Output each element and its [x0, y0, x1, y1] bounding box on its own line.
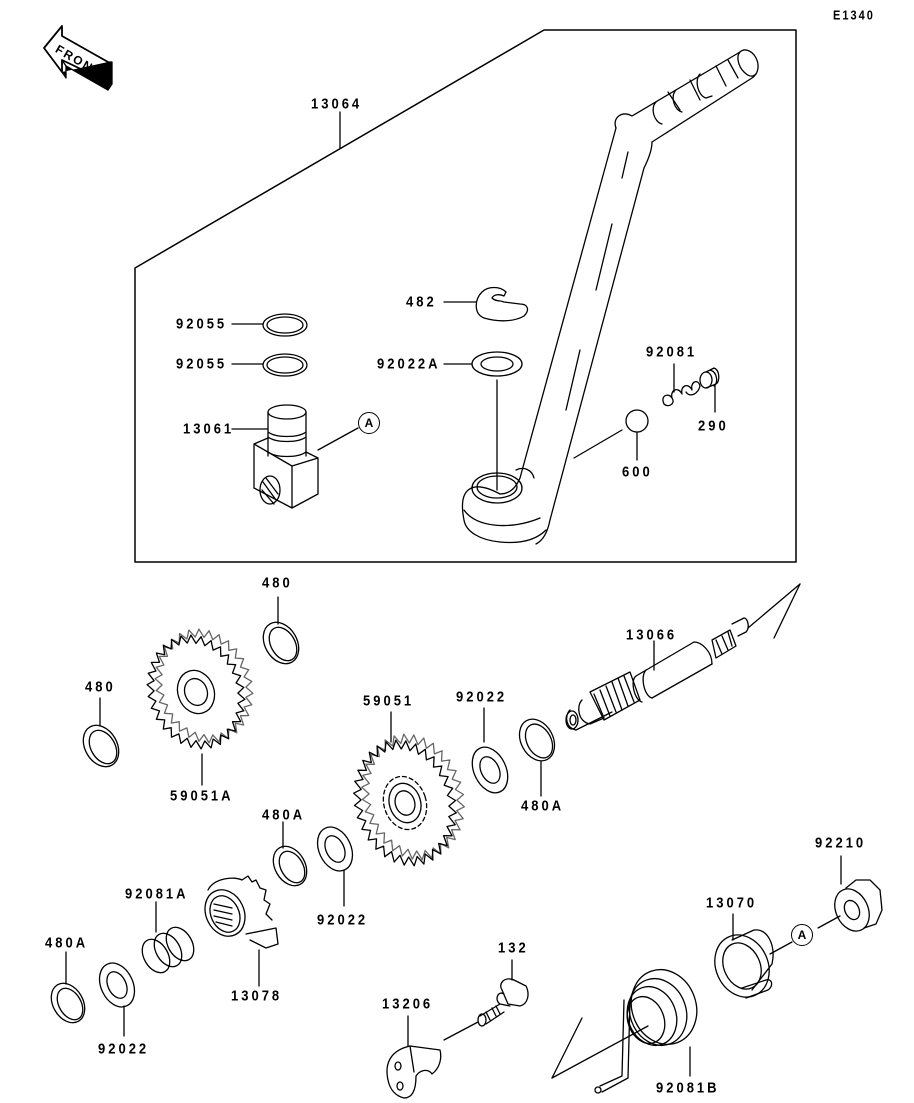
label-92022-lower[interactable]: 92022	[98, 1039, 150, 1058]
kick-lever	[463, 50, 759, 544]
washer-92022A	[444, 352, 522, 490]
label-480A-upper[interactable]: 480A	[521, 796, 565, 815]
gear-teeth	[362, 734, 465, 860]
circlip-482	[444, 288, 527, 321]
bolt-132	[444, 960, 528, 1040]
circlip-480A-lower	[45, 952, 92, 1029]
label-482[interactable]: 482	[406, 292, 437, 311]
washer-92022-upper	[465, 708, 514, 799]
gear-59051	[354, 734, 465, 866]
circlip-480-upper	[256, 597, 306, 670]
washer-92022-lower	[93, 957, 141, 1036]
label-59051[interactable]: 59051	[363, 691, 415, 710]
label-92022A[interactable]: 92022A	[377, 354, 441, 373]
label-92022-middle[interactable]: 92022	[317, 910, 369, 929]
label-13064[interactable]: 13064	[311, 94, 363, 113]
gear-hub	[392, 788, 418, 817]
label-13078[interactable]: 13078	[231, 986, 283, 1005]
gear-hub	[172, 665, 221, 719]
kick-shaft-boss-13061	[232, 405, 358, 508]
o-ring-92055-upper	[232, 314, 307, 336]
gear-teeth	[147, 635, 245, 749]
label-290[interactable]: 290	[698, 416, 729, 435]
label-92055-upper[interactable]: 92055	[176, 314, 228, 333]
front-arrow-icon	[44, 26, 112, 90]
label-92081A[interactable]: 92081A	[125, 884, 189, 903]
o-ring-92055-lower	[232, 354, 307, 376]
spring-92081A	[137, 902, 200, 978]
ratchet-13078	[198, 876, 278, 986]
label-13061[interactable]: 13061	[183, 419, 235, 438]
gear-hub	[181, 675, 211, 708]
label-480-lower[interactable]: 480	[85, 677, 116, 696]
reference-marker-a-upper: A	[358, 412, 380, 434]
ratchet-teeth	[377, 771, 433, 835]
label-13070[interactable]: 13070	[706, 893, 758, 912]
nut-92210	[818, 856, 882, 937]
label-92210[interactable]: 92210	[815, 833, 867, 852]
label-13206[interactable]: 13206	[382, 994, 434, 1013]
return-spring-92081B	[552, 960, 707, 1093]
gear-hub	[384, 779, 426, 826]
kick-shaft-13066	[566, 584, 800, 730]
label-480A-lower[interactable]: 480A	[45, 933, 89, 952]
spring-92081	[663, 364, 700, 406]
circlip-480A-upper	[513, 713, 562, 796]
label-92081B[interactable]: 92081B	[656, 1078, 720, 1097]
guide-13206	[387, 1016, 441, 1098]
label-92055-lower[interactable]: 92055	[176, 354, 228, 373]
label-132[interactable]: 132	[498, 938, 529, 957]
label-92022-upper[interactable]: 92022	[456, 687, 508, 706]
label-13066[interactable]: 13066	[626, 625, 678, 644]
label-92081[interactable]: 92081	[646, 342, 698, 361]
gear-teeth	[155, 629, 253, 743]
collar-13070	[705, 914, 792, 1006]
gear-teeth	[354, 740, 457, 866]
gear-59051A	[147, 629, 253, 749]
label-59051A[interactable]: 59051A	[170, 786, 234, 805]
plug-290	[700, 368, 719, 412]
assembly-frame	[135, 30, 796, 562]
diagram-code: E1340	[833, 9, 875, 23]
label-600[interactable]: 600	[622, 462, 653, 481]
ball-600	[574, 410, 648, 460]
washer-92022-middle	[311, 821, 359, 906]
circlip-480-lower	[76, 698, 126, 773]
circlip-480A-middle	[267, 822, 314, 892]
reference-marker-a-lower: A	[791, 924, 813, 946]
label-480A-middle[interactable]: 480A	[262, 805, 306, 824]
label-480-upper[interactable]: 480	[262, 573, 293, 592]
